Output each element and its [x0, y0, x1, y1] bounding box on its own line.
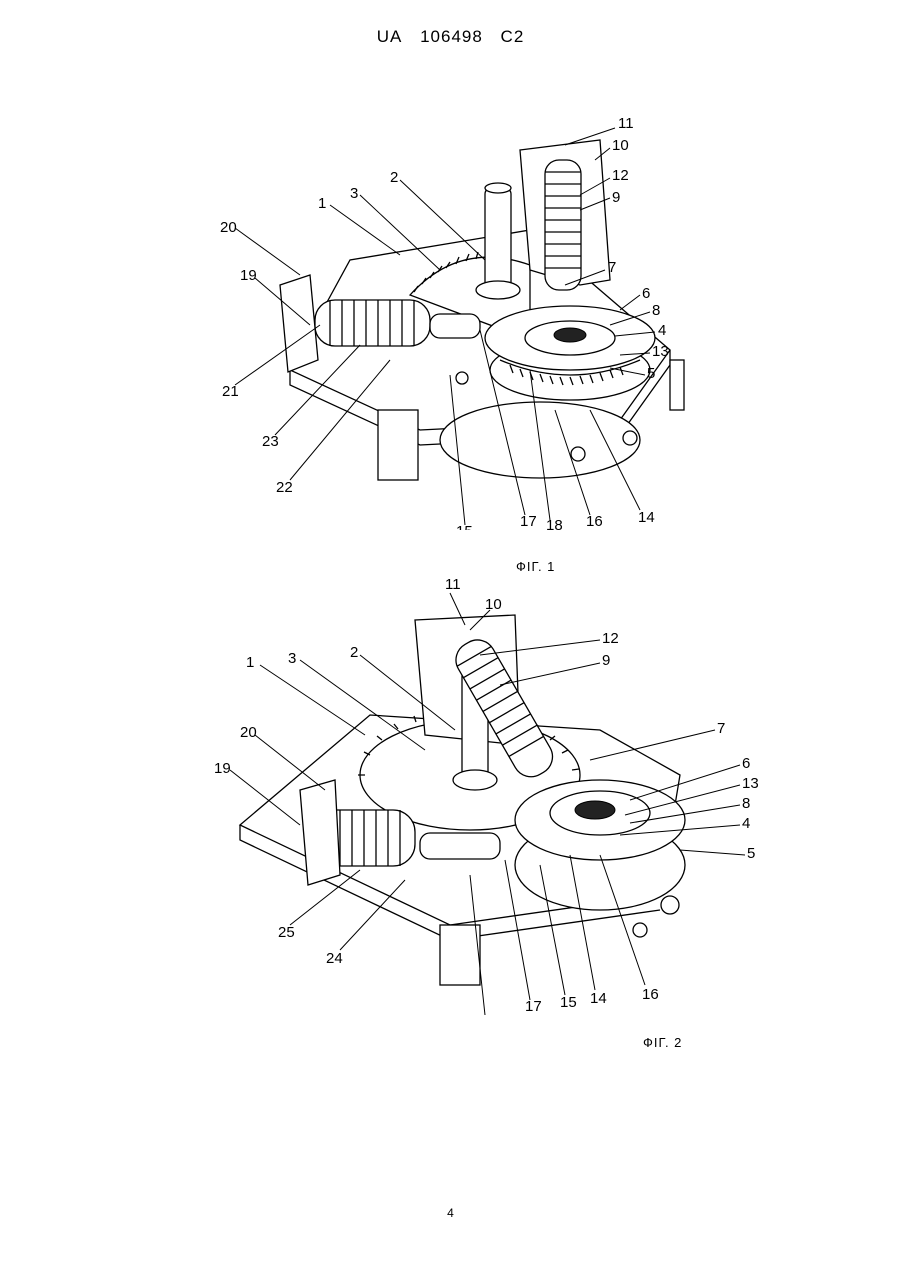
fig2-label-12: 12 [602, 630, 619, 647]
fig1-label-19: 19 [240, 267, 257, 284]
fig1-label-15: 15 [456, 523, 473, 530]
link-rod [430, 314, 480, 338]
fig2-label-15: 15 [560, 994, 577, 1011]
figure-1-svg: 1110129768413514161817152223211920132 [200, 110, 700, 530]
fig1-label-23: 23 [262, 433, 279, 450]
patent-header: UA 106498 C2 [0, 27, 901, 47]
fig2-label-9: 9 [602, 652, 610, 669]
patent-number: 106498 [420, 27, 483, 46]
fig1-label-6: 6 [642, 285, 650, 302]
figure-2-caption: ФІГ. 2 [643, 1035, 682, 1050]
link-rod [420, 833, 500, 859]
fig2-label-6: 6 [742, 755, 750, 772]
figure-1-caption: ФІГ. 1 [516, 559, 555, 574]
fig2-label-18: 18 [482, 1014, 499, 1015]
fig1-label-2: 2 [390, 169, 398, 186]
fig1-label-3: 3 [350, 185, 358, 202]
fig1-label-17: 17 [520, 513, 537, 530]
fig2-label-20: 20 [240, 724, 257, 741]
document-kind: C2 [501, 27, 525, 46]
fig1-label-5: 5 [647, 365, 655, 382]
lower-disc [440, 402, 640, 478]
fig1-label-18: 18 [546, 517, 563, 530]
figure-1-drawing: 1110129768413514161817152223211920132 [200, 110, 700, 530]
end-bracket [280, 275, 318, 372]
fig1-label-12: 12 [612, 167, 629, 184]
page-number: 4 [0, 1206, 901, 1220]
figure-2-svg: 11101297613845161415171824251920132 [200, 575, 760, 1015]
leg [440, 925, 480, 985]
fig2-label-16: 16 [642, 986, 659, 1003]
fig2-label-11: 11 [445, 576, 461, 593]
fig1-label-11: 11 [618, 115, 634, 132]
fig1-label-20: 20 [220, 219, 237, 236]
fig2-label-4: 4 [742, 815, 750, 832]
leg [378, 410, 418, 480]
end-bracket [300, 780, 340, 885]
fig2-label-8: 8 [742, 795, 750, 812]
horizontal-spring [315, 300, 430, 346]
fig1-label-1: 1 [318, 195, 326, 212]
fig2-label-19: 19 [214, 760, 231, 777]
fig2-label-10: 10 [485, 596, 502, 613]
vertical-spring [545, 160, 581, 290]
fig1-label-16: 16 [586, 513, 603, 530]
fig1-label-13: 13 [652, 343, 669, 360]
fig2-label-24: 24 [326, 950, 343, 967]
fig2-label-13: 13 [742, 775, 759, 792]
fig2-label-1: 1 [246, 654, 254, 671]
ring-upper [515, 780, 685, 860]
fig1-label-7: 7 [608, 259, 616, 276]
fig1-label-9: 9 [612, 189, 620, 206]
fig1-label-22: 22 [276, 479, 293, 496]
fig2-label-5: 5 [747, 845, 755, 862]
bearing [575, 801, 615, 819]
fig2-label-25: 25 [278, 924, 295, 941]
fig1-label-8: 8 [652, 302, 660, 319]
fig2-label-7: 7 [717, 720, 725, 737]
fig2-label-14: 14 [590, 990, 607, 1007]
fig1-label-10: 10 [612, 137, 629, 154]
shaft [485, 188, 511, 288]
fig2-label-17: 17 [525, 998, 542, 1015]
fig1-label-4: 4 [658, 322, 666, 339]
fig2-label-2: 2 [350, 644, 358, 661]
fig2-label-3: 3 [288, 650, 296, 667]
figure-2-drawing: 11101297613845161415171824251920132 [200, 575, 760, 1015]
fig1-label-21: 21 [222, 383, 239, 400]
country-code: UA [377, 27, 403, 46]
fig1-label-14: 14 [638, 509, 655, 526]
leg [670, 360, 684, 410]
bearing [554, 328, 586, 342]
